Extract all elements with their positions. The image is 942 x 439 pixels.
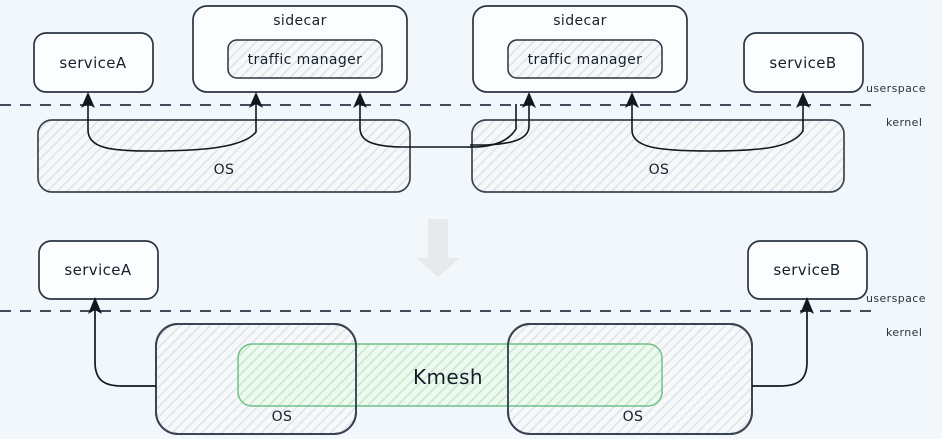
os-left-top <box>37 119 411 193</box>
service-a-box-top[interactable] <box>33 32 154 93</box>
os-right-bottom-outline <box>507 323 753 435</box>
flow-os-left-to-servicea <box>94 310 156 387</box>
sidecar-box-left[interactable] <box>192 5 408 93</box>
flow-into-tm-right-left <box>470 104 530 146</box>
flow-servicea-to-tm-left <box>87 104 257 152</box>
service-a-box-bottom[interactable] <box>38 240 159 300</box>
sidecar-box-right[interactable] <box>472 5 688 93</box>
flow-os-right-to-serviceb <box>752 310 808 387</box>
traffic-manager-box-left <box>227 39 383 79</box>
flow-tm-right-to-serviceb <box>631 104 804 152</box>
service-b-box-bottom[interactable] <box>747 240 868 300</box>
kmesh-band <box>237 343 663 407</box>
flow-arrowheads-bottom <box>88 297 814 314</box>
traffic-manager-box-right <box>507 39 663 79</box>
flow-arrowheads-top <box>81 92 810 108</box>
os-right-top <box>471 119 845 193</box>
flow-tm-left-to-tm-right <box>359 104 517 148</box>
os-left-bottom-outline <box>155 323 357 435</box>
service-b-box-top[interactable] <box>743 32 864 93</box>
arrow-down-icon <box>416 219 460 277</box>
